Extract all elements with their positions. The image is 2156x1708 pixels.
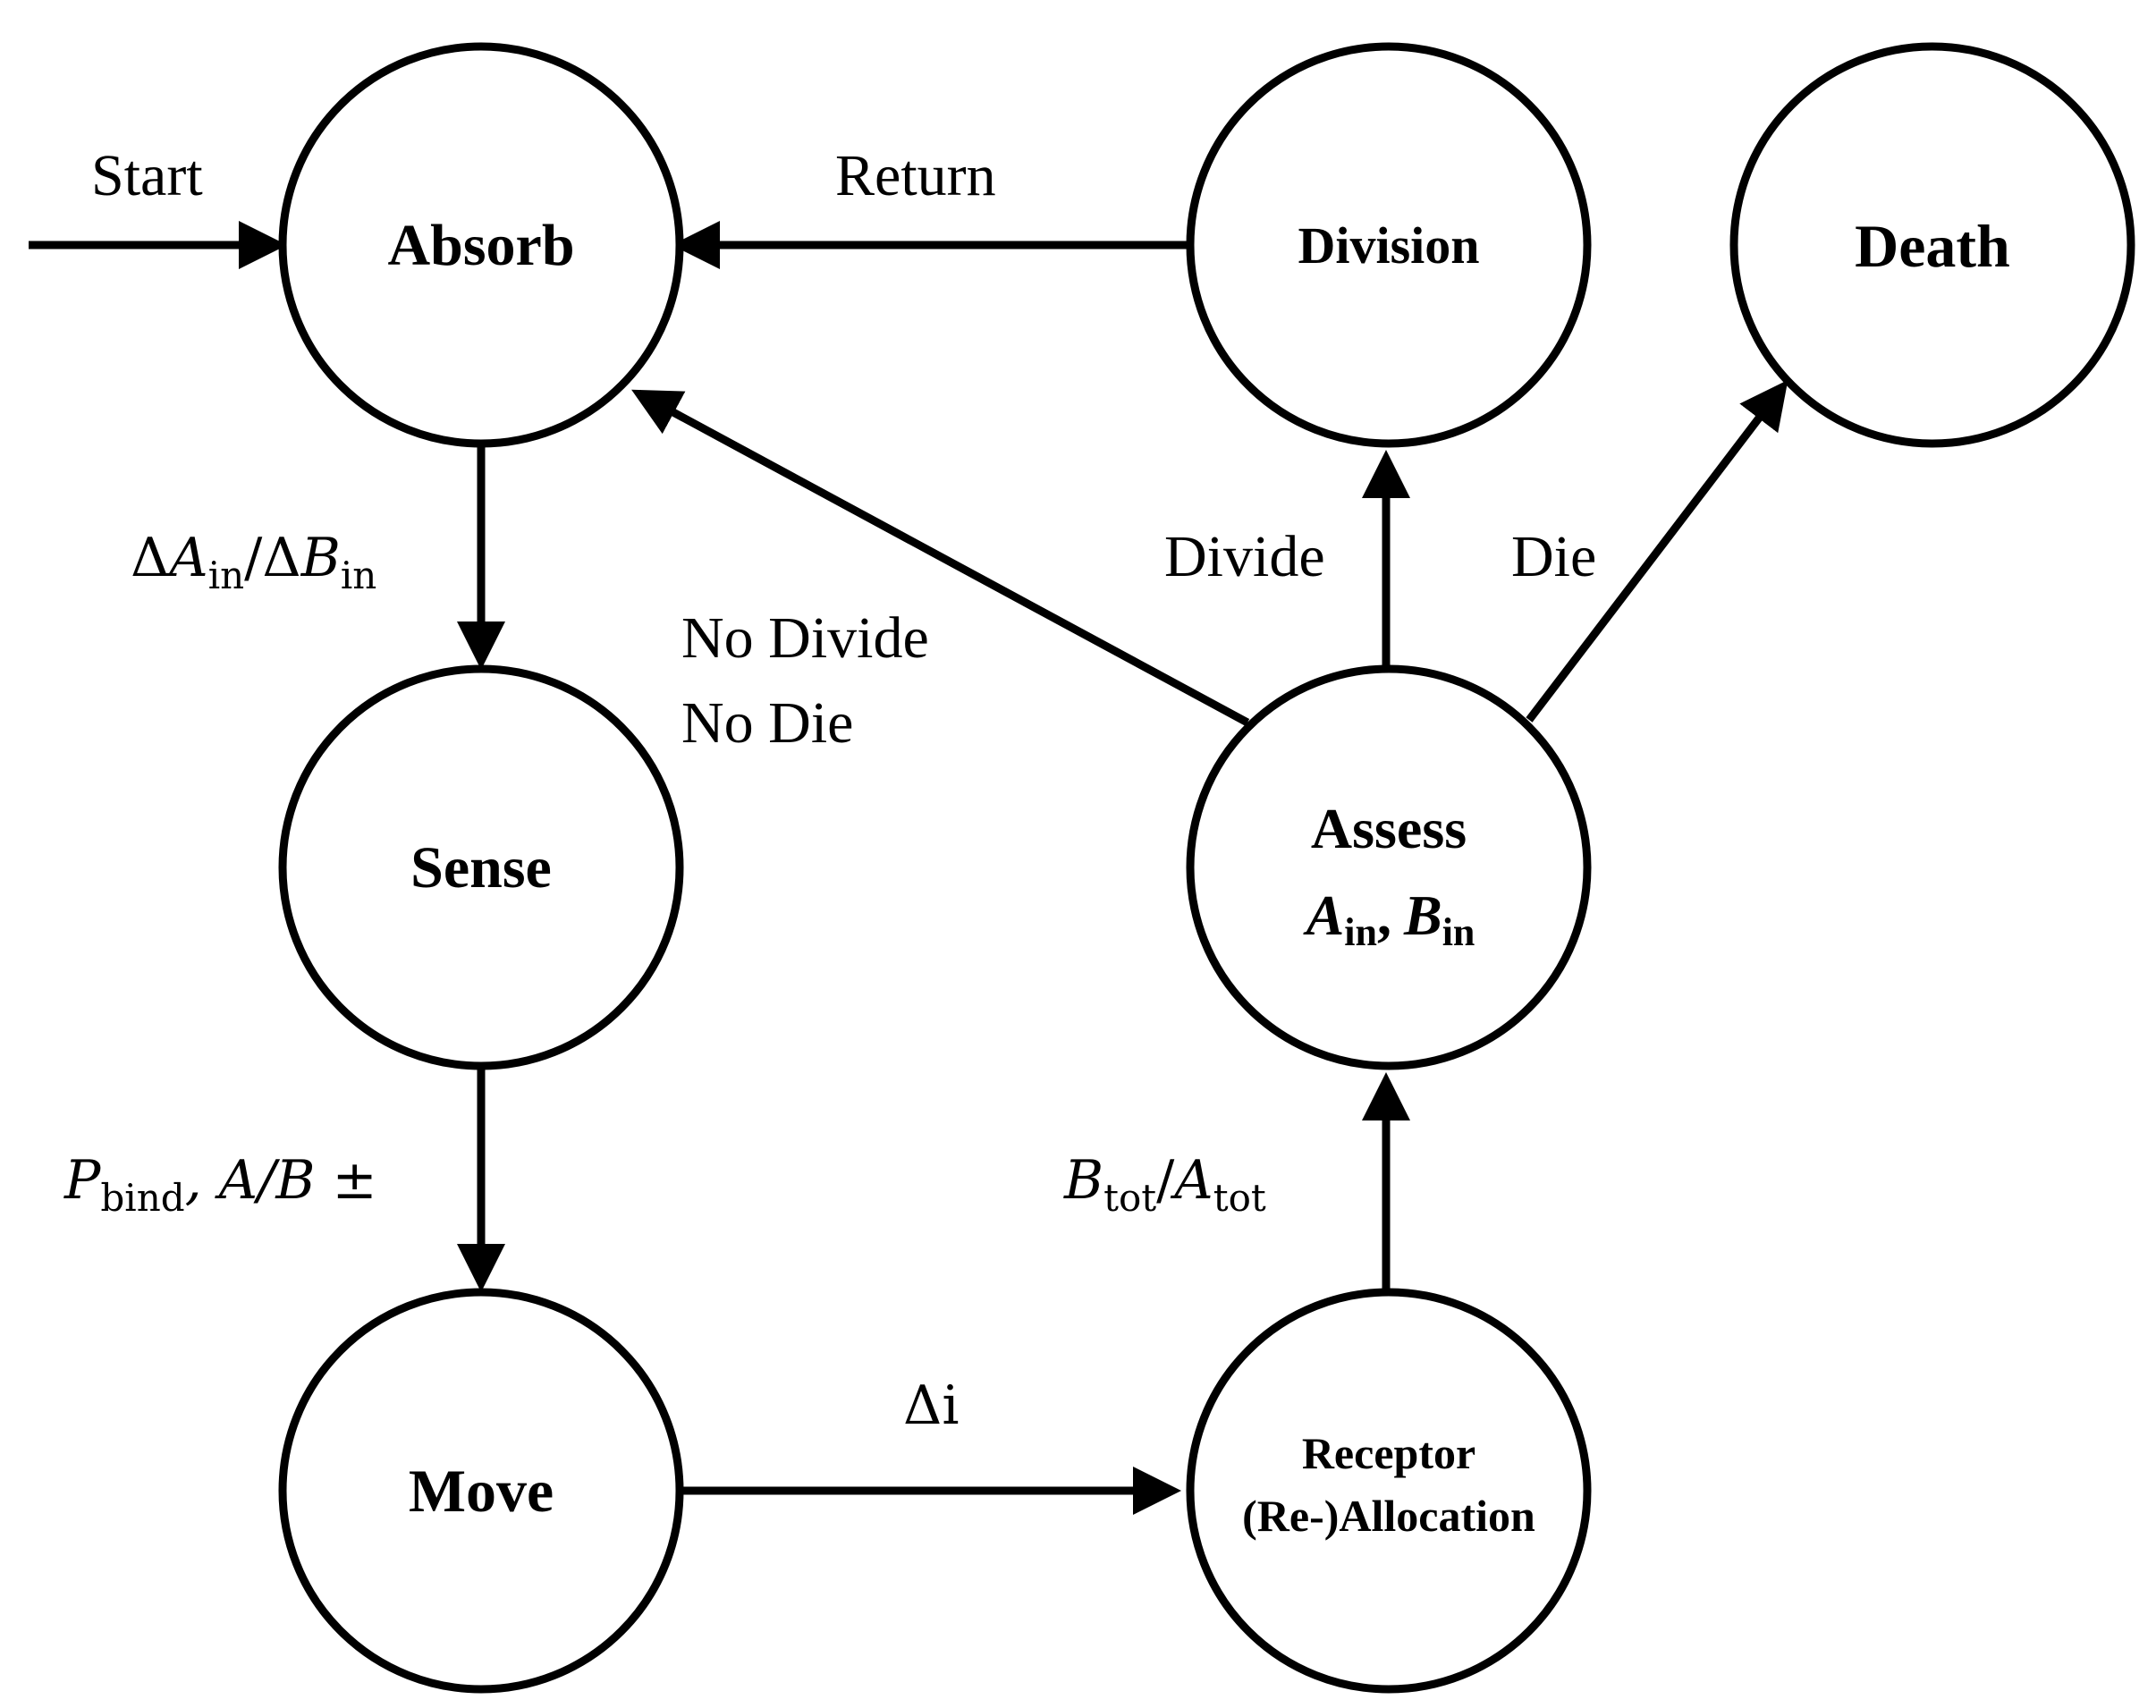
node-assess-vars: Ain,Bin: [1303, 884, 1475, 954]
edge-label-no-divide: No Divide: [681, 605, 929, 671]
math-atot-sub: tot: [1213, 1176, 1266, 1220]
node-assess-title: Assess: [1311, 797, 1467, 860]
assess-var-b-sub: in: [1442, 910, 1475, 954]
assess-var-a-sub: in: [1344, 910, 1377, 954]
math-slash: /: [244, 527, 263, 589]
node-move-label: Move: [409, 1457, 554, 1525]
math-b: B: [300, 527, 341, 589]
edge-label-receptor-assess: Btot/Atot: [1063, 1149, 1266, 1220]
node-receptor-line2: (Re-)Allocation: [1242, 1491, 1535, 1541]
math-ab-pm: , A/B ±: [185, 1149, 377, 1212]
math-slash2: /: [1156, 1149, 1175, 1212]
node-absorb: Absorb: [278, 42, 684, 448]
node-move: Move: [278, 1288, 684, 1694]
math-p-sub: bind: [100, 1176, 184, 1220]
edge-label-move-receptor: Δi: [903, 1374, 960, 1437]
edge-label-absorb-sense: ΔAin/ΔBin: [131, 527, 376, 597]
edge-label-return: Return: [835, 143, 996, 208]
assess-to-absorb-arrow: [631, 389, 1250, 726]
node-assess: Assess Ain,Bin: [1186, 664, 1592, 1070]
assess-comma: ,: [1377, 884, 1391, 947]
edge-label-sense-move: Pbind, A/B ±: [63, 1149, 377, 1220]
node-death: Death: [1729, 42, 2135, 448]
math-a-sub: in: [208, 554, 244, 597]
assess-var-a: A: [1303, 884, 1345, 947]
math-delta-a: Δ: [131, 527, 169, 589]
node-sense-label: Sense: [410, 835, 552, 901]
node-absorb-label: Absorb: [387, 213, 574, 278]
node-division: Division: [1186, 42, 1592, 448]
math-delta-b: Δ: [262, 527, 300, 589]
edge-label-die: Die: [1511, 524, 1596, 589]
node-division-label: Division: [1298, 216, 1479, 275]
edge-label-no-die: No Die: [681, 690, 853, 756]
math-atot: A: [1170, 1149, 1213, 1212]
assess-var-b: B: [1403, 884, 1442, 947]
edge-label-start: Start: [91, 143, 203, 208]
math-btot-sub: tot: [1103, 1176, 1156, 1220]
assess-to-death-arrow: [1526, 379, 1788, 723]
math-btot: B: [1063, 1149, 1103, 1212]
node-sense: Sense: [278, 664, 684, 1070]
math-a: A: [165, 527, 207, 589]
math-b-sub: in: [341, 554, 376, 597]
node-receptor-allocation: Receptor (Re-)Allocation: [1186, 1288, 1592, 1694]
math-p: P: [63, 1149, 102, 1212]
edge-label-divide: Divide: [1164, 524, 1325, 589]
node-death-label: Death: [1855, 212, 2010, 280]
node-receptor-line1: Receptor: [1302, 1428, 1475, 1478]
